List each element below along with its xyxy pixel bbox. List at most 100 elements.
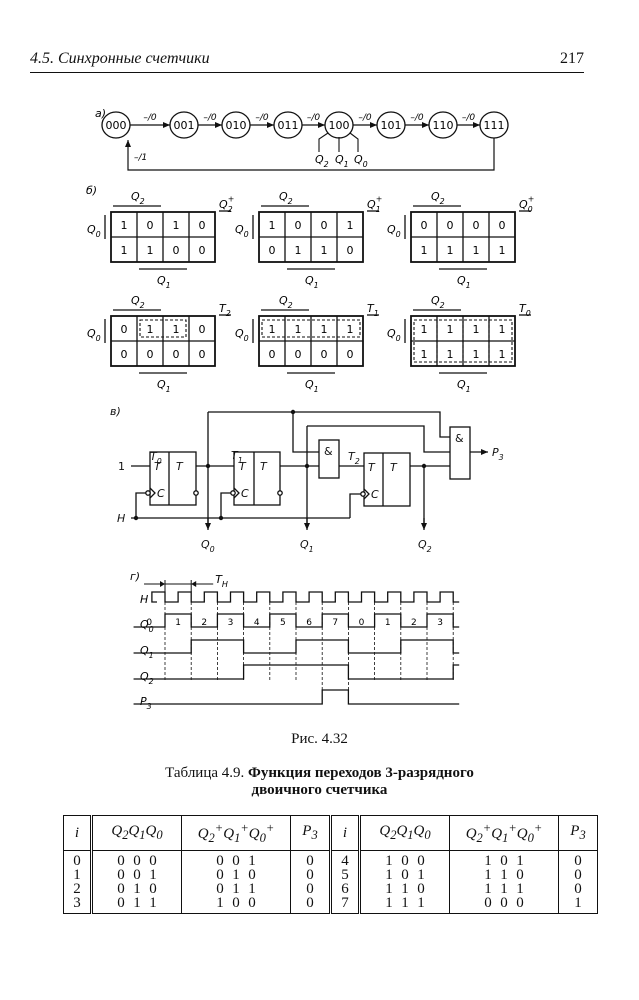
kmap-bottom-label: Q1 — [457, 378, 471, 394]
kmap-cell: 1 — [269, 219, 276, 232]
kmap-cell: 1 — [269, 323, 276, 336]
col-i-2: i — [330, 815, 361, 851]
kmap-cell: 1 — [421, 244, 428, 257]
table-cell-line: 0 — [306, 867, 314, 883]
state-number: 3 — [228, 618, 234, 628]
signal-label: Q0 — [140, 618, 154, 634]
kmap-cell: 0 — [199, 323, 206, 336]
kmap-cell: 0 — [269, 348, 276, 361]
kmap-row-label: Q0 — [387, 223, 401, 239]
t-input-label: T0 — [150, 450, 162, 466]
kmap-row-label: Q0 — [235, 327, 249, 343]
table-title-line1: Функция переходов 3-разрядного — [248, 765, 474, 781]
return-edge — [125, 138, 495, 171]
ff-t-label: T — [260, 460, 268, 473]
ff-t-label: T — [368, 461, 376, 474]
state-number: 0 — [146, 618, 152, 628]
kmap-cell: 1 — [121, 244, 128, 257]
table-title-prefix: Таблица 4.9. — [165, 765, 245, 781]
state-label: 111 — [484, 119, 505, 132]
kmap-cell: 0 — [173, 244, 180, 257]
state-number: 5 — [280, 618, 286, 628]
ff-clock-label: C — [157, 487, 165, 500]
state-number: 0 — [359, 618, 365, 628]
table-cell-line: 5 — [341, 867, 349, 883]
kmap-cell: 1 — [321, 323, 328, 336]
kmap-cell: 0 — [199, 244, 206, 257]
kmap-cell: 0 — [173, 348, 180, 361]
part-d-label: г) — [130, 570, 140, 583]
input-one-label: 1 — [118, 460, 125, 473]
kmap-top-label: Q2 — [279, 190, 293, 206]
table-cell-line: 3 — [73, 895, 81, 911]
output-label: Q0 — [201, 538, 215, 554]
kmap-cell: 0 — [447, 219, 454, 232]
col-state: Q2Q1Q0 — [91, 815, 182, 851]
col-next-state-2: Q2+Q1+Q0+ — [449, 815, 559, 851]
q0-waveform — [133, 613, 460, 628]
kmap-name: T0 — [519, 302, 531, 318]
output-label: Q1 — [300, 538, 314, 554]
table-title: Таблица 4.9. Функция переходов 3-разрядн… — [0, 765, 639, 799]
bit-label: Q2 — [315, 153, 329, 169]
kmap-cell: 1 — [473, 348, 480, 361]
signal-label: Н — [140, 593, 148, 606]
table-cell-line: 0 — [306, 895, 314, 911]
state-label: 101 — [381, 119, 402, 132]
clock-waveform — [151, 591, 460, 603]
state-number: 1 — [385, 618, 391, 628]
kmap-cell: 1 — [473, 323, 480, 336]
col-i: i — [63, 815, 93, 851]
flip-flop-2 — [363, 452, 411, 507]
kmap-cell: 0 — [295, 348, 302, 361]
col-p3-2: P3 — [558, 815, 598, 851]
t-input-label: T1 — [231, 449, 243, 465]
part-b-label: б) — [86, 184, 97, 197]
kmap-cell: 1 — [173, 323, 180, 336]
part-c-label: в) — [110, 405, 121, 418]
kmap-cell: 1 — [295, 323, 302, 336]
return-edge-label: –/1 — [134, 153, 147, 163]
table-cell-line: 0 — [574, 881, 582, 897]
kmap-cell: 0 — [295, 219, 302, 232]
kmap-cell: 0 — [347, 348, 354, 361]
and-gate-label: & — [324, 445, 333, 458]
kmap-name: Q2+ — [219, 194, 234, 213]
ff-t-label: T — [239, 460, 247, 473]
p3-waveform — [133, 689, 460, 705]
kmap-bottom-label: Q1 — [157, 378, 171, 394]
state-number: 7 — [332, 618, 338, 628]
page-number: 217 — [560, 50, 584, 67]
kmap-cell: 0 — [321, 219, 328, 232]
kmap-cell: 1 — [421, 348, 428, 361]
kmap-cell: 1 — [347, 323, 354, 336]
kmap-cell: 1 — [121, 219, 128, 232]
carry-out-label: P3 — [492, 446, 504, 462]
kmap-bottom-label: Q1 — [305, 378, 319, 394]
table-title-line2: двоичного счетчика — [251, 782, 388, 798]
signal-label: Q2 — [140, 670, 154, 686]
state-number: 2 — [411, 618, 417, 628]
edge-label: –/0 — [358, 113, 372, 123]
edge-label: –/0 — [203, 113, 217, 123]
kmap-cell: 0 — [347, 244, 354, 257]
kmap-cell: 1 — [321, 244, 328, 257]
